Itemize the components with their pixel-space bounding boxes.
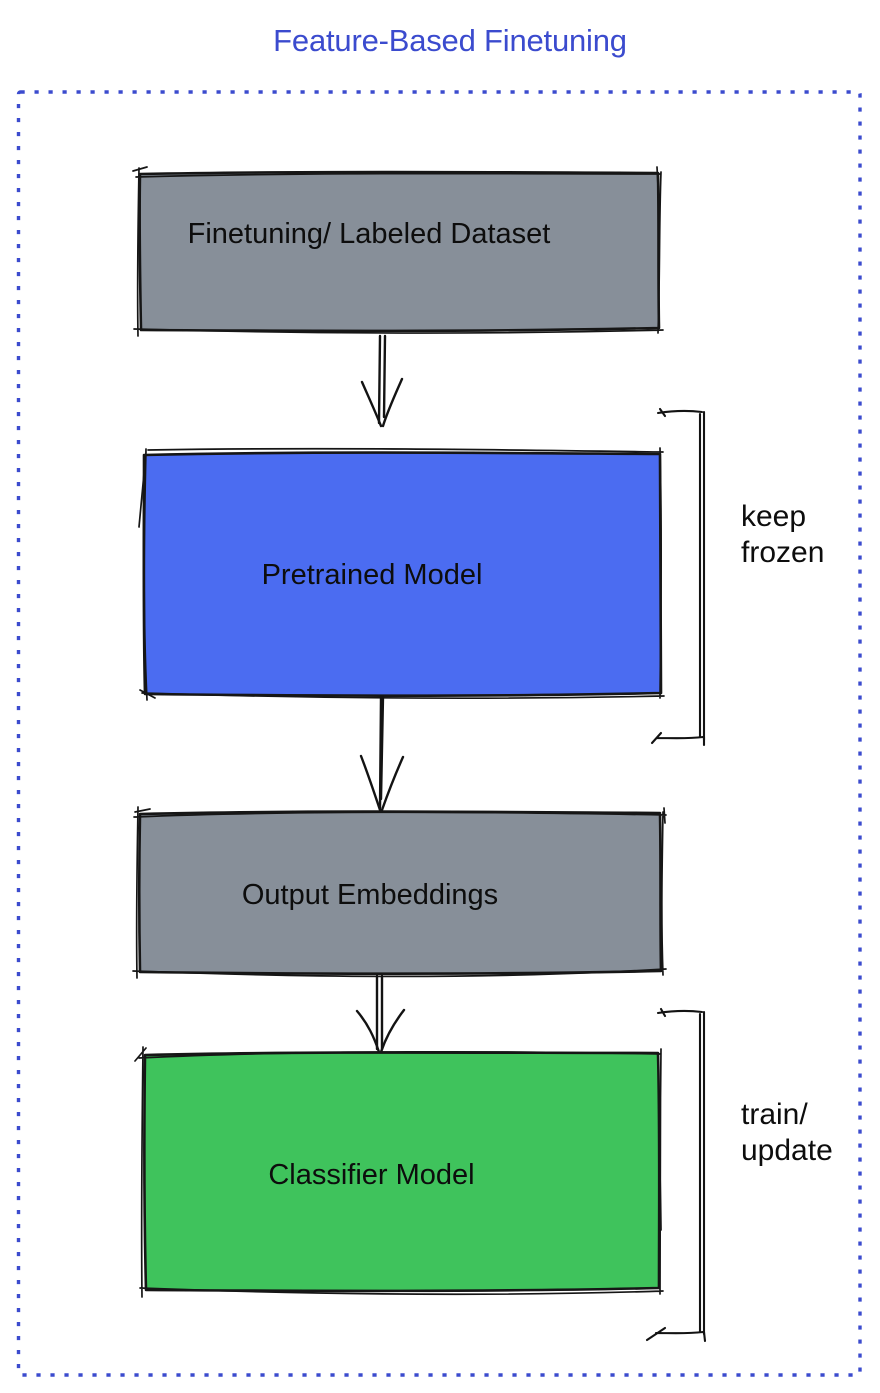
box-classifier-model-fill (144, 1052, 660, 1291)
annotation-train-update-line1: train/ (741, 1098, 808, 1131)
annotation-keep-frozen: keep frozen (741, 499, 824, 571)
box-finetuning-labeled-dataset-fill (139, 172, 659, 331)
box-classifier-model-sketch (134, 1046, 664, 1298)
box-output-embeddings (132, 806, 667, 979)
diagram-title: Feature-Based Finetuning (273, 23, 627, 58)
label-classifier-model: Classifier Model (268, 1159, 475, 1191)
arrow-dataset-to-pretrained (360, 334, 404, 428)
box-pretrained-model (138, 447, 665, 701)
bracket-train-update (645, 1007, 707, 1343)
box-classifier-model (134, 1046, 664, 1298)
arrow-pretrained-to-embeddings (359, 695, 405, 812)
box-output-embeddings-sketch (132, 806, 667, 979)
box-finetuning-labeled-dataset (132, 166, 664, 337)
annotation-keep-frozen-line1: keep (741, 500, 807, 533)
annotation-keep-frozen-line2: frozen (741, 536, 825, 569)
label-output-embeddings: Output Embeddings (241, 879, 499, 911)
box-finetuning-labeled-dataset-sketch (132, 166, 664, 337)
label-pretrained-model: Pretrained Model (261, 559, 483, 591)
box-output-embeddings-fill (139, 811, 661, 974)
box-pretrained-model-sketch (138, 447, 665, 701)
annotation-train-update-line2: update (741, 1134, 833, 1167)
dotted-frame-border (16, 90, 862, 1377)
bracket-keep-frozen (650, 407, 706, 747)
box-pretrained-model-outline (142, 451, 663, 698)
annotation-train-update: train/ update (741, 1097, 833, 1169)
arrow-embeddings-to-classifier (355, 974, 406, 1054)
box-pretrained-model-fill (143, 452, 661, 696)
label-finetuning-labeled-dataset: Finetuning/ Labeled Dataset (187, 218, 551, 250)
